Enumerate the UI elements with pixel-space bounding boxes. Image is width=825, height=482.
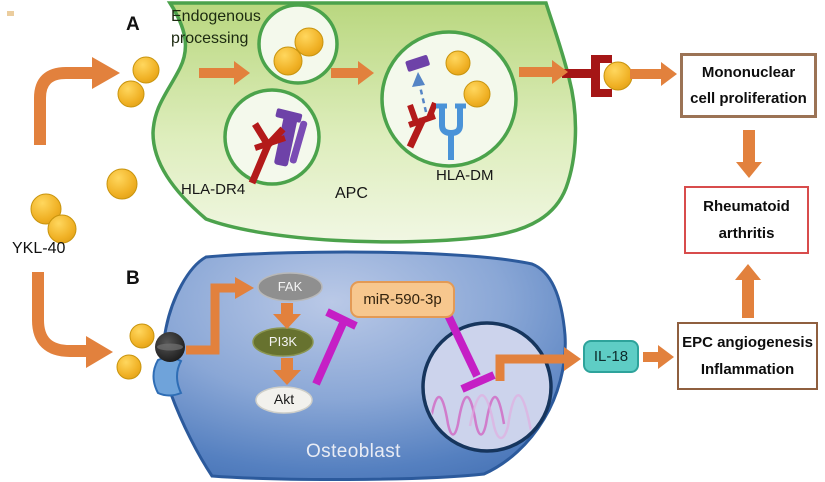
hla-dr4-label: HLA-DR4 — [181, 181, 246, 198]
endogenous-line2: processing — [171, 30, 249, 47]
panel-a-label: A — [126, 14, 140, 35]
surface-peptide-complex-icon — [562, 55, 633, 97]
arrow-ykl40-to-osteoblast — [32, 272, 113, 368]
arrow-fak-to-pi3k — [273, 303, 301, 329]
apc-label: APC — [335, 185, 368, 202]
arrow-uptake — [199, 61, 250, 85]
mononuclear-line2: cell proliferation — [690, 89, 807, 107]
hla-dr4-in-dm-vesicle-icon — [406, 101, 438, 149]
rheumatoid-box: Rheumatoid arthritis — [684, 186, 809, 254]
arrow-receptor-to-fak — [186, 277, 254, 355]
arrow-mononuclear-to-rheumatoid — [736, 130, 762, 178]
hla-dr4-receptor-icon — [248, 108, 308, 185]
hla-dm-label: HLA-DM — [436, 167, 494, 184]
mononuclear-box: Mononuclear cell proliferation — [680, 53, 817, 118]
peptide-icon — [405, 55, 430, 72]
arrow-pi3k-to-akt — [273, 358, 301, 385]
arrow-ykl40-to-apc — [34, 57, 120, 145]
mononuclear-line1: Mononuclear — [701, 64, 796, 82]
rheumatoid-line2: arthritis — [718, 225, 775, 242]
arrow-dm-to-surface — [519, 60, 568, 84]
akt-label: Akt — [273, 391, 295, 407]
arrow-epc-to-rheumatoid — [735, 264, 761, 318]
arrow-surface-to-mononuclear — [630, 62, 677, 86]
ykl40-label: YKL-40 — [12, 240, 66, 257]
arrow-endosome-to-dm — [331, 61, 374, 85]
epc-box: EPC angiogenesis Inflammation — [677, 322, 818, 390]
arrow-nucleus-to-il18 — [495, 347, 581, 381]
membrane-receptor-icon — [152, 332, 185, 397]
panel-b-label: B — [126, 268, 140, 289]
akt-node — [255, 386, 313, 414]
epc-line2: Inflammation — [700, 361, 795, 378]
peptide-loading-dashed-arrow — [412, 72, 428, 113]
fak-node — [257, 272, 323, 302]
pi3k-node — [252, 327, 314, 357]
inhibition-bar-akt — [312, 308, 358, 386]
nucleus — [421, 321, 553, 453]
corner-artifact — [7, 11, 14, 16]
endogenous-line1: Endogenous — [171, 8, 261, 25]
osteoblast-label: Osteoblast — [306, 441, 401, 462]
pi3k-label: PI3K — [268, 334, 298, 349]
endogenous-processing-label: Endogenous processing — [171, 6, 261, 50]
ykl40-molecules — [30, 27, 491, 380]
epc-line1: EPC angiogenesis — [682, 334, 813, 351]
inhibition-bar-nucleus — [444, 313, 496, 393]
il18-chip: IL-18 — [583, 340, 639, 373]
mir-590-3p-chip: miR-590-3p — [350, 281, 455, 318]
rheumatoid-line1: Rheumatoid — [703, 198, 790, 215]
arrow-il18-to-epc — [643, 345, 674, 369]
fak-label: FAK — [277, 279, 303, 294]
hla-dm-receptor-icon — [436, 103, 466, 160]
